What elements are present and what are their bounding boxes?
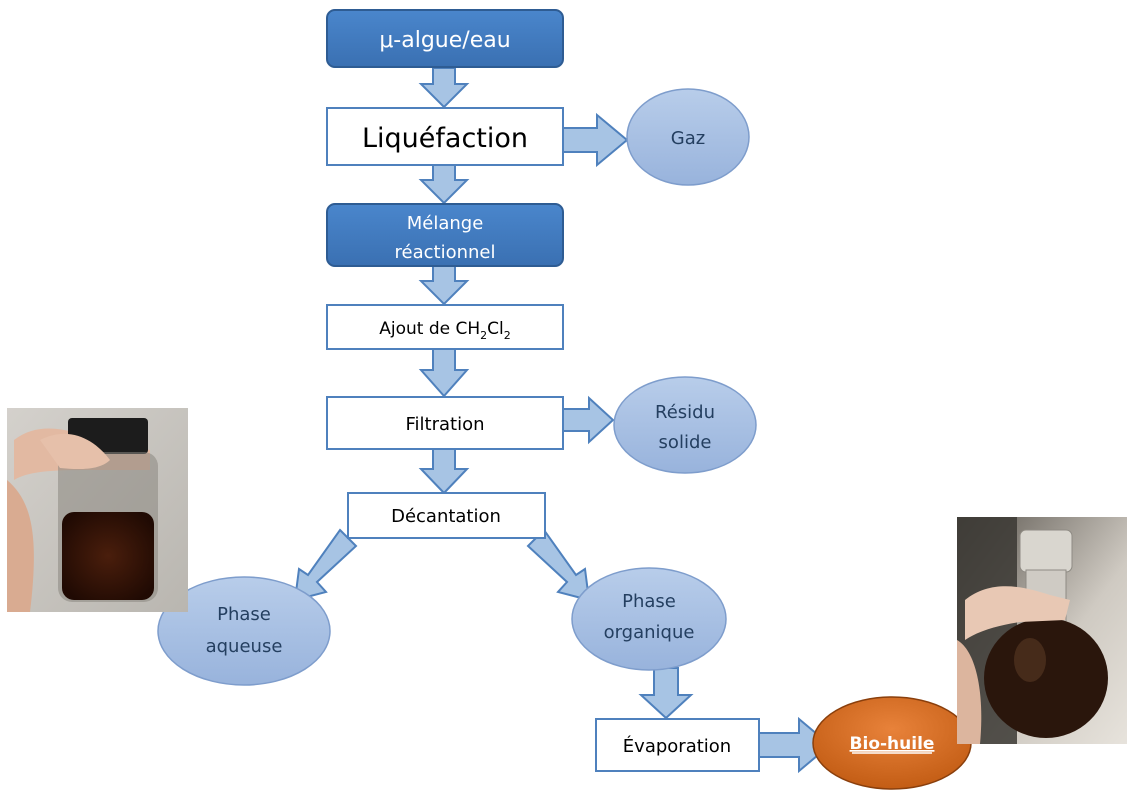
arrow-down-4 (418, 348, 470, 398)
node-liquefaction: Liquéfaction (326, 107, 564, 166)
arrow-diag-right (526, 528, 591, 602)
node-gaz: Gaz (626, 88, 750, 186)
node-phase-aqueuse: Phase aqueuse (157, 576, 331, 686)
arrow-right-gaz (562, 112, 629, 168)
node-evaporation: Évaporation (595, 718, 760, 772)
arrow-down-2 (418, 164, 470, 205)
node-filtration-label: Filtration (405, 414, 484, 435)
node-biohuile: Bio-huile (812, 696, 972, 790)
node-decantation: Décantation (347, 492, 546, 539)
arrow-right-residu (562, 395, 615, 445)
node-ajout-label: Ajout de CH2Cl2 (379, 319, 511, 342)
arrow-down-1 (418, 67, 470, 109)
node-residu-line2: solide (659, 432, 712, 453)
node-phase-organique-line2: organique (604, 622, 695, 643)
node-biohuile-label: Bio-huile (850, 734, 935, 754)
node-algue-label: μ-algue/eau (379, 28, 510, 53)
arrow-down-3 (418, 265, 470, 306)
node-liquefaction-label: Liquéfaction (362, 123, 528, 154)
node-melange: Mélange réactionnel (326, 203, 564, 267)
photo-flask-biohuile (957, 517, 1127, 744)
node-phase-organique-line1: Phase (622, 591, 676, 612)
node-phase-organique: Phase organique (571, 567, 727, 671)
node-phase-aqueuse-line2: aqueuse (206, 636, 283, 657)
node-residu: Résidu solide (613, 376, 757, 474)
node-filtration: Filtration (326, 396, 564, 450)
node-melange-line2: réactionnel (395, 242, 496, 263)
node-melange-line1: Mélange (407, 213, 484, 234)
node-phase-aqueuse-line1: Phase (217, 604, 271, 625)
node-decantation-label: Décantation (391, 506, 501, 527)
node-algue: μ-algue/eau (326, 9, 564, 68)
arrow-down-5 (418, 448, 470, 495)
arrow-right-biohuile (758, 716, 832, 774)
arrow-down-6 (638, 667, 694, 720)
node-evaporation-label: Évaporation (623, 735, 731, 757)
flow-arrows (293, 67, 832, 774)
node-gaz-label: Gaz (671, 128, 705, 149)
node-ajout: Ajout de CH2Cl2 (326, 304, 564, 350)
arrow-diag-left (293, 528, 358, 602)
node-residu-line1: Résidu (655, 402, 715, 423)
photo-vial-aqueous (7, 408, 188, 612)
